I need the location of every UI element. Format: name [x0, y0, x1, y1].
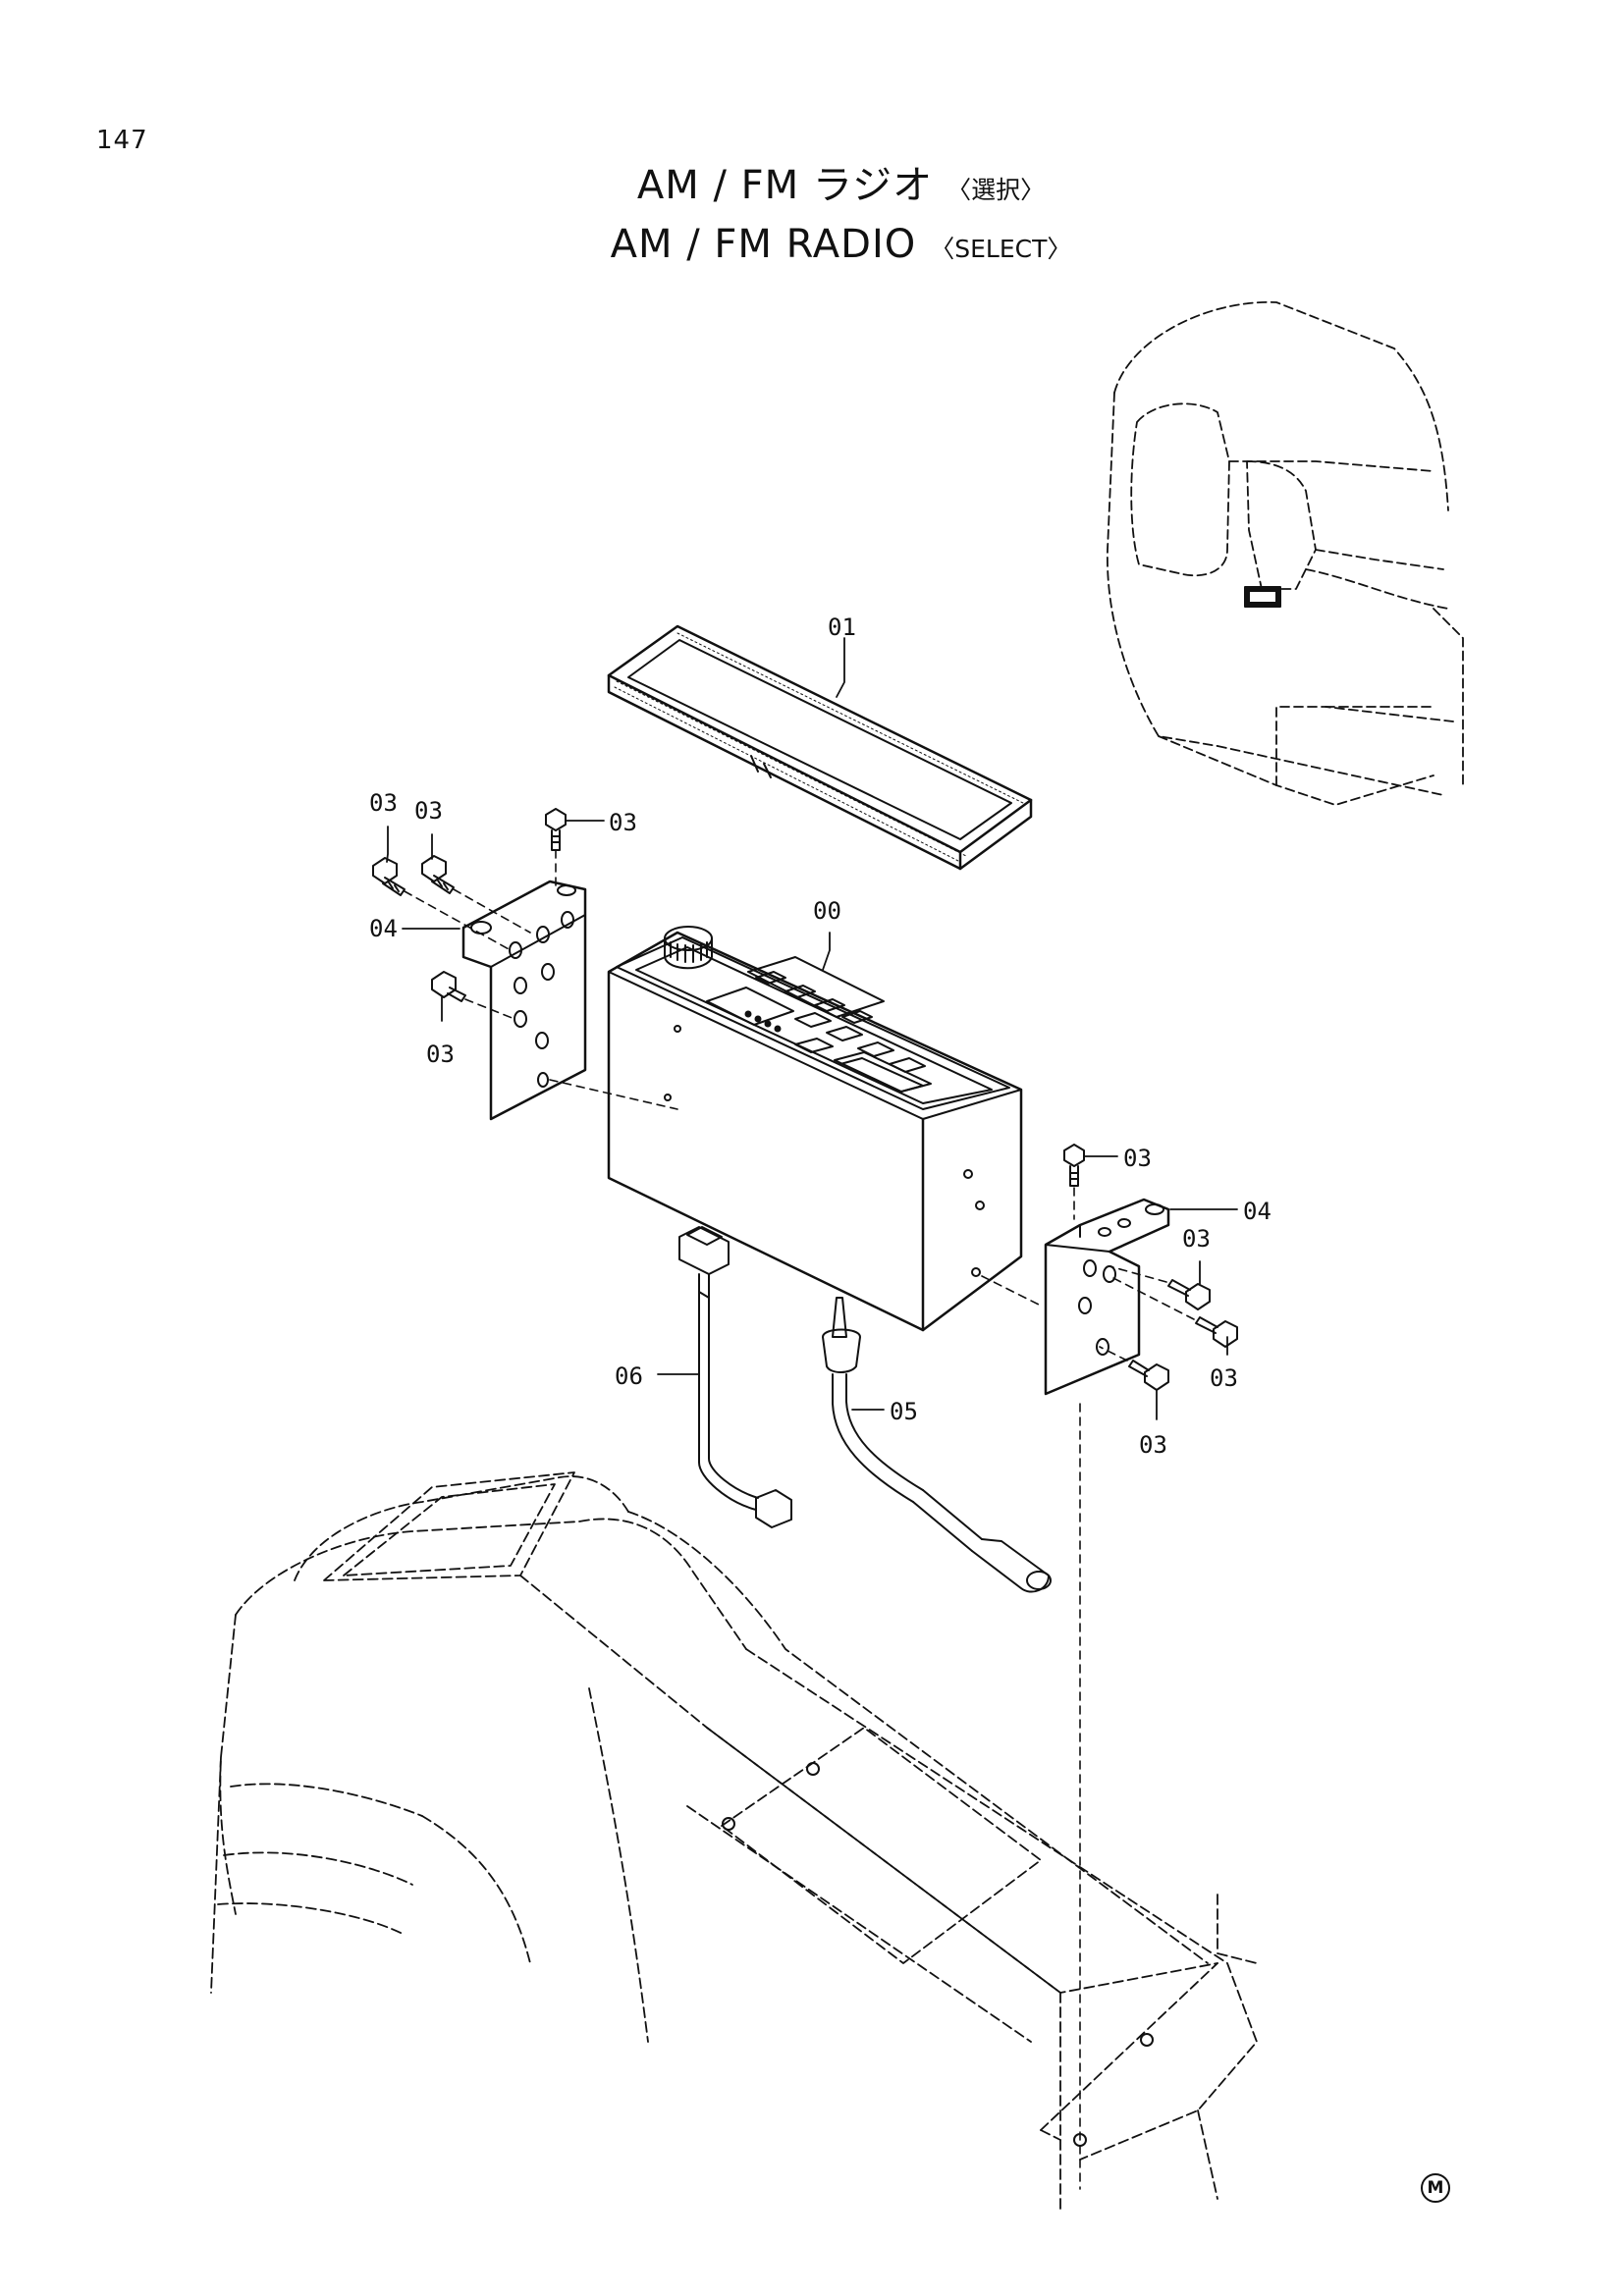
title-ja-note: 〈選択〉: [947, 176, 1046, 204]
part-05-antenna-cable: [822, 1297, 1052, 1593]
page-number: 147: [96, 126, 148, 155]
part-03-screws: [372, 808, 1238, 1391]
console-mount-holes: [722, 1762, 1154, 2147]
callout-00: 00: [813, 897, 841, 925]
title-en-note: 〈SELECT〉: [930, 235, 1072, 263]
callout-03-h: 03: [1139, 1431, 1167, 1459]
part-06-harness: [678, 1226, 792, 1528]
title-english: AM / FM RADIO 〈SELECT〉: [59, 222, 1623, 267]
manufacturer-mark-letter: M: [1427, 2178, 1444, 2198]
title-japanese: AM / FM ラジオ 〈選択〉: [59, 153, 1623, 210]
cab-reference-sketch: [1107, 301, 1464, 806]
title-block: AM / FM ラジオ 〈選択〉 AM / FM RADIO 〈SELECT〉: [0, 147, 1623, 267]
callout-03-g: 03: [1210, 1364, 1238, 1392]
callout-labels: 01 00 03 03 03 04 03 03 04 03 03 03 06 0…: [369, 614, 1271, 1459]
callout-leader-lines: [386, 637, 1238, 1420]
part-00-radio-unit: [607, 926, 1023, 1332]
callout-04-left: 04: [369, 915, 398, 942]
manufacturer-mark-badge: M: [1421, 2173, 1450, 2203]
title-en-main: AM / FM RADIO: [610, 222, 917, 267]
console-base-sketch: [210, 1471, 1258, 2210]
assembly-guide-lines: [404, 849, 1195, 2190]
callout-05: 05: [890, 1398, 918, 1425]
callout-04-right: 04: [1243, 1198, 1271, 1225]
callout-06: 06: [615, 1362, 643, 1390]
callout-03-e: 03: [1123, 1145, 1152, 1172]
title-ja-main: AM / FM ラジオ: [636, 163, 934, 208]
callout-01: 01: [828, 614, 856, 641]
cab-radio-location-marker: [1244, 586, 1281, 608]
callout-03-c: 03: [609, 809, 637, 836]
callout-03-f: 03: [1182, 1225, 1211, 1253]
callout-03-b: 03: [414, 797, 443, 825]
callout-03-d: 03: [426, 1041, 455, 1068]
callout-03-a: 03: [369, 789, 398, 817]
part-01-gasket-frame: [607, 624, 1033, 871]
